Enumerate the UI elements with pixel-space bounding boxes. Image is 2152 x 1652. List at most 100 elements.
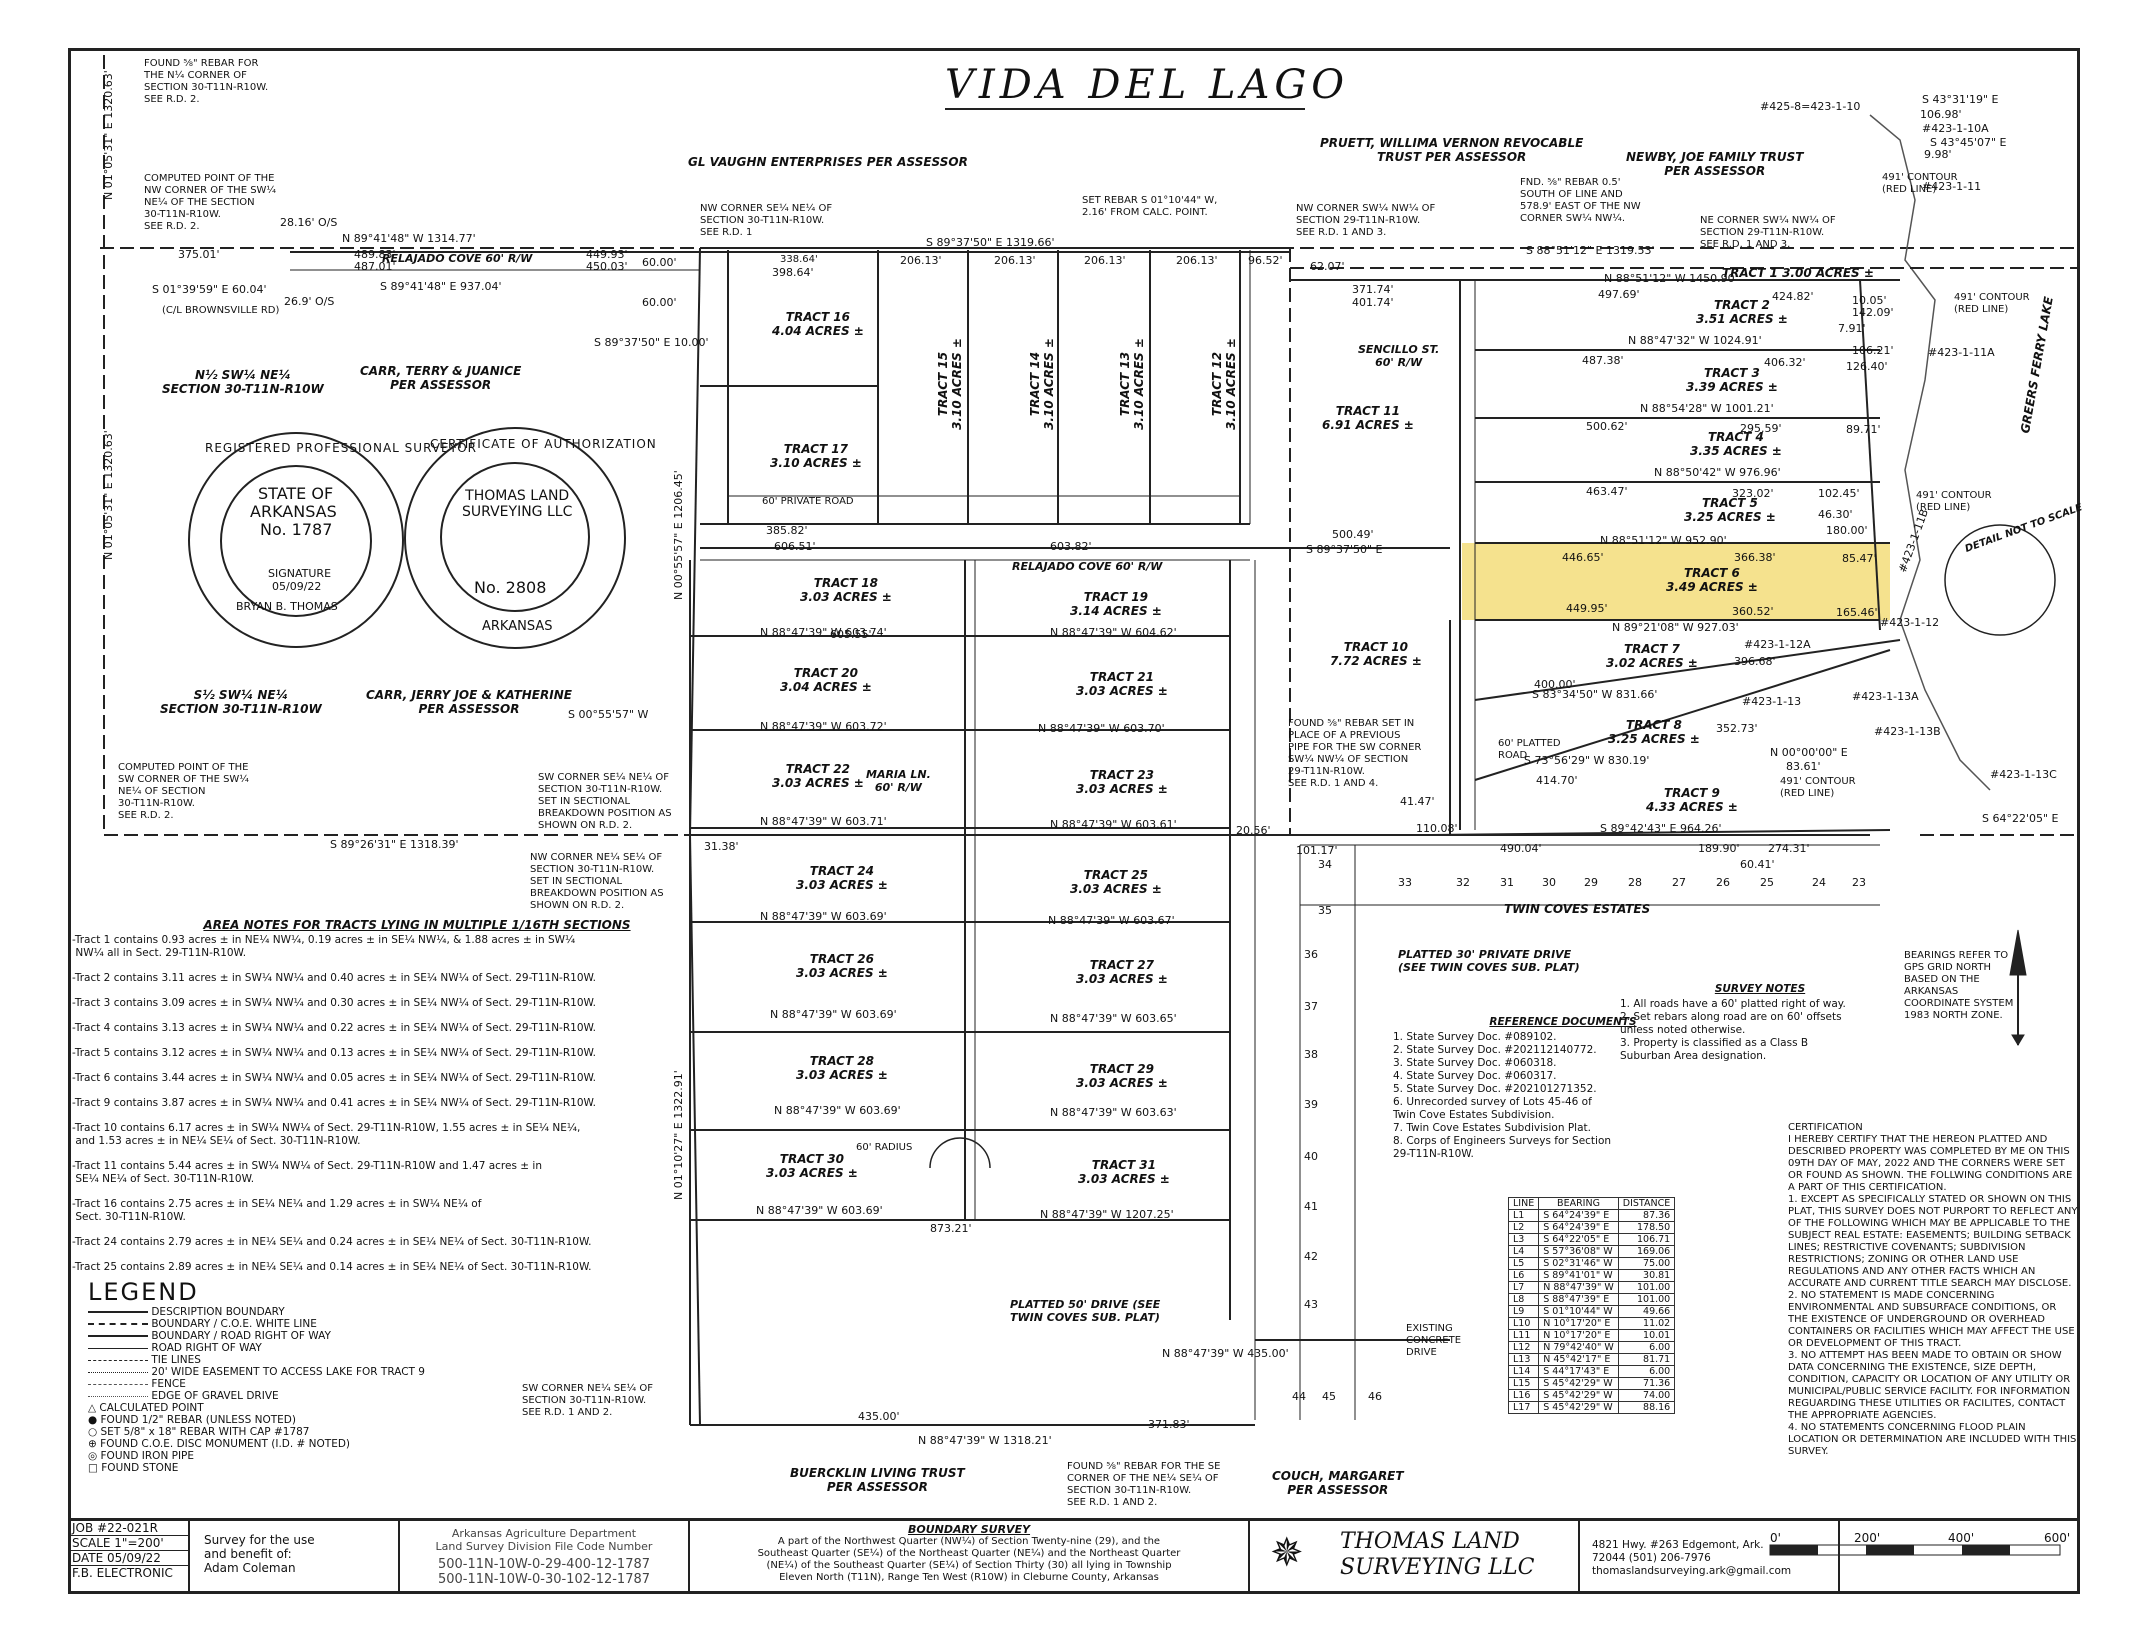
area-note-10: -Tract 16 contains 2.75 acres ± in SE¼ N…	[72, 1198, 482, 1223]
reference-documents: REFERENCE DOCUMENTS 1. State Survey Doc.…	[1393, 1016, 1733, 1161]
scale-label-0: 0'	[1770, 1531, 1781, 1545]
dist-165: 102.45'	[1818, 487, 1860, 500]
address-block: 4821 Hwy. #263 Edgemont, Ark. 72044 (501…	[1580, 1521, 1840, 1594]
survey-note-3: 3. Property is classified as a Class B S…	[1620, 1037, 1809, 1062]
dist-873: 435.00'	[858, 1410, 900, 1423]
scale-bar	[1769, 1544, 2061, 1556]
company-name: THOMAS LAND SURVEYING LLC	[1340, 1529, 1535, 1580]
dist-1207: 873.21'	[930, 1222, 972, 1235]
row-bearing-4: N 88°47'39" W 603.70'	[1038, 722, 1165, 735]
legend: LEGEND DESCRIPTION BOUNDARY BOUNDARY / C…	[88, 1278, 648, 1474]
lot-26: 26	[1716, 876, 1730, 889]
row-bearing-8: N 88°47'39" W 603.67'	[1048, 914, 1175, 927]
lot-37: 37	[1304, 1000, 1318, 1013]
ref-doc-7: 7. Twin Cove Estates Subdivision Plat.	[1393, 1122, 1591, 1134]
file-code-1: 500-11N-10W-0-29-400-12-1787	[437, 1557, 651, 1572]
bearing-west-top: N 01°05'31" E 1320.63'	[102, 70, 115, 200]
area-note-3: -Tract 3 contains 3.09 acres ± in SW¼ NW…	[72, 997, 597, 1009]
bearing-t8: S 73°56'29" W 830.19'	[1524, 754, 1650, 767]
lot-43: 43	[1304, 1298, 1318, 1311]
dist-396: 396.68'	[1734, 655, 1776, 668]
legend-item-12: ⊕ FOUND C.O.E. DISC MONUMENT (I.D. # NOT…	[88, 1438, 351, 1450]
note-private-road: 60' PRIVATE ROAD	[762, 496, 854, 507]
dist-449: 449.93'	[586, 248, 628, 261]
tract-6-highlight	[1462, 543, 1890, 620]
note-found-rebar-se: FOUND ⅝" REBAR FOR THE SE CORNER OF THE …	[1067, 1461, 1221, 1508]
area-note-1: -Tract 1 contains 0.93 acres ± in NE¼ NW…	[72, 934, 576, 959]
row-bearing-13: N 88°47'39" W 603.69'	[756, 1204, 883, 1217]
bearing-s4345: S 43°45'07" E	[1930, 136, 2007, 149]
owner-gl-vaughn: GL VAUGHN ENTERPRISES PER ASSESSOR	[688, 155, 968, 169]
contour-1: 491' CONTOUR (RED LINE)	[1882, 172, 1958, 195]
note-nw-corner-ne30: NW CORNER NE¼ SE¼ OF SECTION 30-T11N-R10…	[530, 852, 664, 911]
lot-25: 25	[1760, 876, 1774, 889]
dist-366: 366.38'	[1734, 551, 1776, 564]
area-note-2: -Tract 2 contains 3.11 acres ± in SW¼ NW…	[72, 972, 597, 984]
bearing-t5: N 88°51'12" W 952.90'	[1600, 534, 1727, 547]
row-bearing-15: N 88°47'39" W 435.00'	[1162, 1347, 1289, 1360]
ref-doc-2: 2. State Survey Doc. #202112140772.	[1393, 1044, 1597, 1056]
authorization-number: No. 2808	[474, 578, 547, 597]
bearing-t6: N 89°21'08" W 927.03'	[1612, 621, 1739, 634]
boundary-survey: BOUNDARY SURVEY A part of the Northwest …	[690, 1521, 1250, 1594]
legend-item-13: ◎ FOUND IRON PIPE	[88, 1450, 195, 1462]
area-note-5: -Tract 5 contains 3.12 acres ± in SW¼ NW…	[72, 1047, 597, 1059]
bearing-n0000: N 00°00'00" E	[1770, 746, 1848, 759]
row-bearing-9: N 88°47'39" W 603.69'	[770, 1008, 897, 1021]
dist-10: 142.09'	[1852, 306, 1894, 319]
target-icon: ⊕	[88, 1438, 97, 1450]
dist-6207: 62.07'	[1310, 260, 1345, 273]
legend-item-1: DESCRIPTION BOUNDARY	[88, 1306, 648, 1318]
dist-4147: 110.08'	[1416, 822, 1458, 835]
bearing-relajado-bottom: S 89°41'48" E 937.04'	[380, 280, 502, 293]
id-423-1-10a: #423-1-10A	[1922, 122, 1989, 135]
dist-142: 7.91'	[1838, 322, 1866, 335]
note-computed-sw: COMPUTED POINT OF THE SW CORNER OF THE S…	[118, 762, 249, 821]
lot-29: 29	[1584, 876, 1598, 889]
seal-state: STATE OF	[258, 484, 334, 503]
id-423-1-12a: #423-1-12A	[1744, 638, 1811, 651]
row-bearing-10: N 88°47'39" W 603.65'	[1050, 1012, 1177, 1025]
dist-463: 463.47'	[1586, 485, 1628, 498]
lot-31: 31	[1500, 876, 1514, 889]
note-set-rebar: SET REBAR S 01°10'44" W, 2.16' FROM CALC…	[1082, 195, 1218, 218]
dist-603: 603.82'	[1050, 540, 1092, 553]
note-radius: 60' RADIUS	[856, 1142, 913, 1153]
ref-doc-4: 4. State Survey Doc. #060317.	[1393, 1070, 1557, 1082]
lot-32: 32	[1456, 876, 1470, 889]
dist-435: 371.83'	[1148, 1418, 1190, 1431]
dist-606: 606.51'	[774, 540, 816, 553]
bearing-s6422: S 64°22'05" E	[1982, 812, 2059, 825]
square-icon: □	[88, 1462, 98, 1474]
bearing-t3: N 88°54'28" W 1001.21'	[1640, 402, 1774, 415]
agri-title: Arkansas Agriculture Department Land Sur…	[435, 1527, 653, 1553]
seal-date: 05/09/22	[272, 580, 322, 593]
id-423-1-13a: #423-1-13A	[1852, 690, 1919, 703]
authorization-seal	[404, 427, 626, 649]
plat-title: VIDA DEL LAGO	[945, 62, 1350, 108]
dist-110: 85.47'	[1842, 552, 1877, 565]
note-sw-corner-ne30: SW CORNER NE¼ SE¼ OF SECTION 30-T11N-R10…	[522, 1383, 653, 1418]
dist-274: 274.31'	[1768, 842, 1810, 855]
dist-398: 398.64'	[772, 266, 814, 279]
scale-label-200: 200'	[1854, 1531, 1881, 1545]
bearing-t1: N 88°51'12" W 1450.90'	[1604, 272, 1738, 285]
lot-34: 34	[1318, 858, 1332, 871]
dist-295: 295.59'	[1740, 422, 1782, 435]
contour-4: 491' CONTOUR (RED LINE)	[1780, 776, 1856, 799]
